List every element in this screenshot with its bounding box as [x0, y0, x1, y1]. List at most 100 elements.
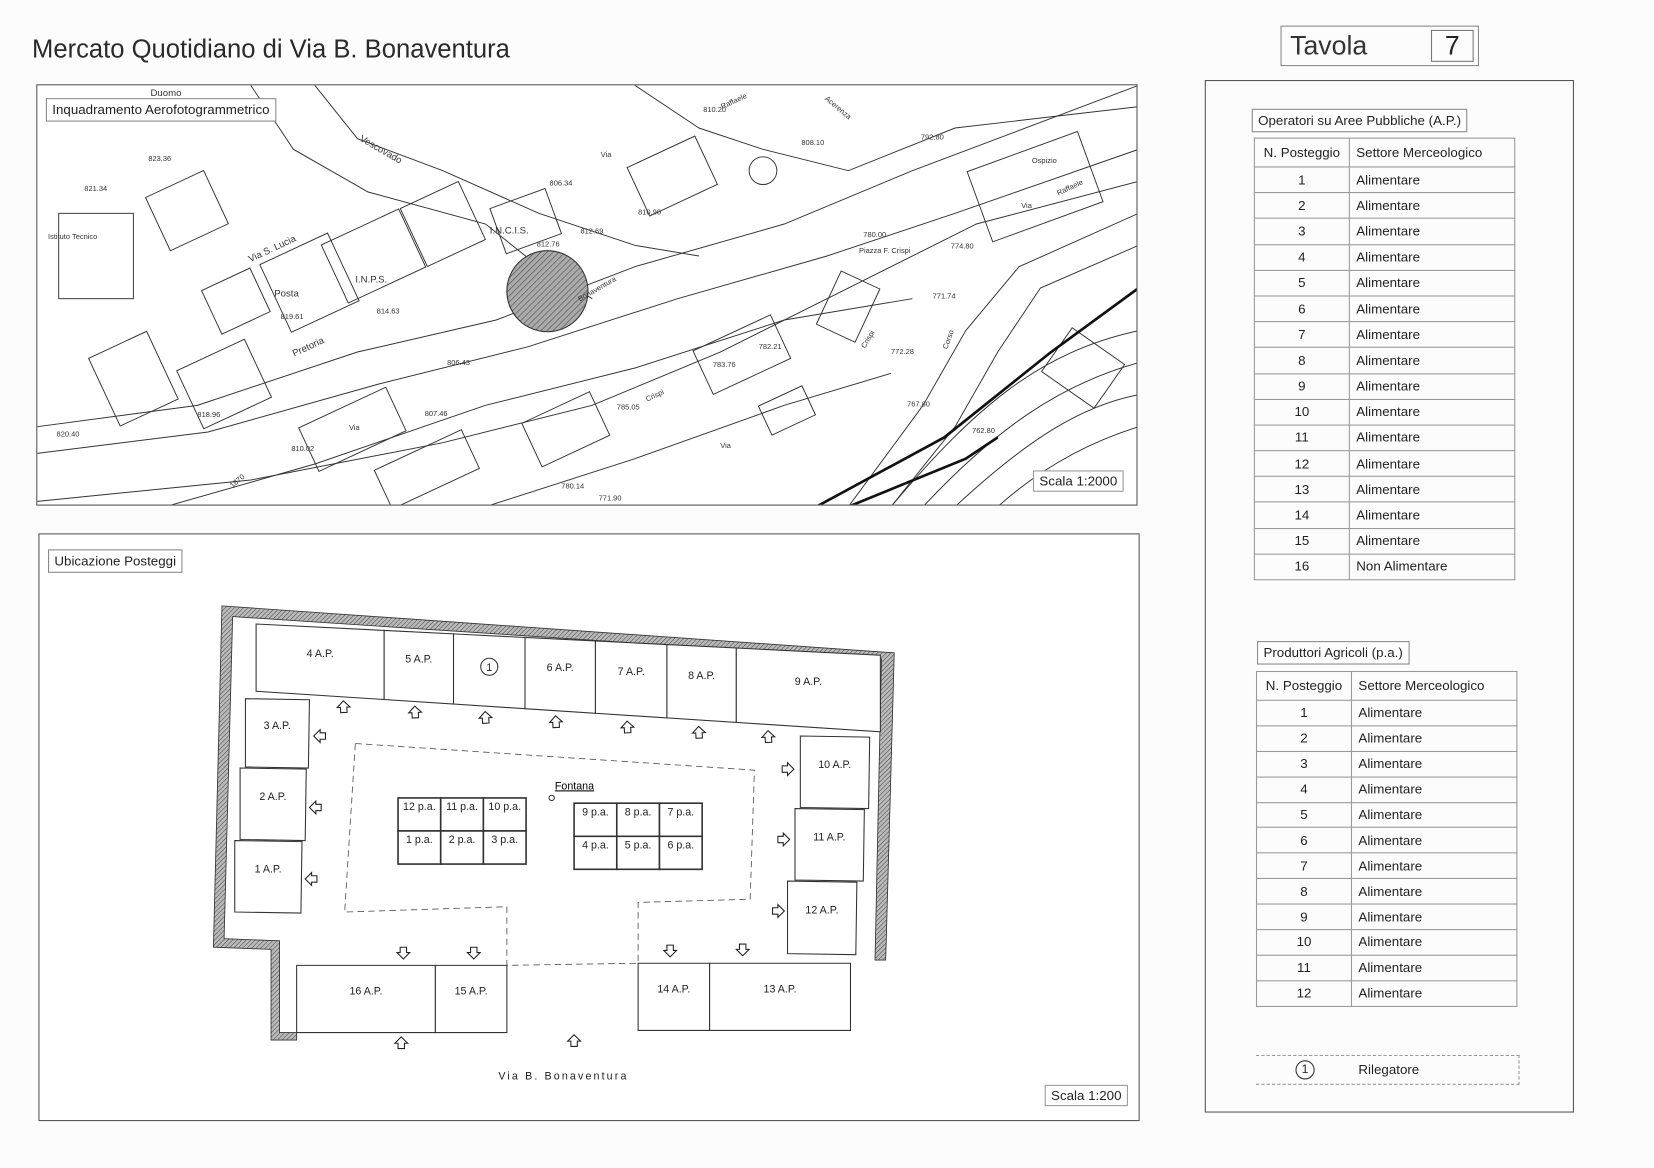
elevation-label: 771.74 [932, 293, 956, 301]
sector-cell: Alimentare [1348, 527, 1516, 555]
stall-left [234, 840, 303, 914]
page-title: Mercato Quotidiano di Via B. Bonaventura [32, 35, 510, 65]
sector-cell: Alimentare [1348, 347, 1516, 374]
access-arrow-icon [312, 728, 326, 744]
stall-bottom [709, 962, 852, 1031]
stall-number-cell: 15 [1253, 527, 1350, 555]
elevation-label: 818.96 [197, 411, 221, 420]
sector-cell: Alimentare [1348, 372, 1516, 400]
sector-cell: Alimentare [1348, 398, 1516, 426]
access-arrow-icon [304, 871, 318, 887]
stall-label: 7 A.P. [618, 666, 645, 678]
elevation-label: 780.00 [863, 231, 887, 239]
sector-cell: Alimentare [1350, 878, 1518, 905]
elevation-label: 806.34 [549, 180, 573, 188]
legend-symbol: 1 [1295, 1060, 1315, 1080]
stall-number-cell: 12 [1253, 450, 1350, 478]
access-arrow-icon [466, 946, 482, 960]
plan-caption: Ubicazione Posteggi [48, 549, 183, 573]
sector-cell: Alimentare [1350, 852, 1518, 880]
access-arrow-icon [566, 1033, 582, 1047]
sector-cell: Alimentare [1348, 476, 1516, 503]
access-arrow-icon [691, 725, 707, 739]
stall-label: 10 p.a. [488, 801, 521, 813]
aerial-map: Inquadramento Aerofotogrammetrico Duomo … [36, 84, 1138, 506]
access-arrow-icon [662, 944, 678, 958]
street-label: Via B. Bonaventura [498, 1070, 629, 1083]
column-header: N. Posteggio [1255, 670, 1353, 701]
stall-number-cell: 6 [1253, 295, 1350, 323]
stall-number-cell: 10 [1255, 929, 1353, 956]
access-arrow-icon [760, 729, 777, 744]
sector-cell: Alimentare [1350, 929, 1518, 956]
stall-label: 3 p.a. [491, 834, 518, 846]
elevation-label: 782.21 [758, 343, 782, 351]
sector-cell: Alimentare [1350, 980, 1518, 1007]
sector-cell: Alimentare [1348, 450, 1516, 478]
elevation-label: 812.76 [536, 241, 560, 249]
elevation-label: 780.14 [561, 483, 585, 491]
stall-top [594, 640, 668, 719]
stall-bottom [637, 962, 711, 1031]
stall-number-cell: 4 [1255, 776, 1353, 803]
elevation-label: 785.05 [616, 404, 640, 412]
stall-label: 4 A.P. [307, 648, 334, 660]
elevation-label: 762.80 [972, 427, 995, 436]
stall-label: 9 p.a. [582, 806, 609, 818]
stall-number-cell: 9 [1253, 372, 1350, 400]
elevation-label: 819.61 [280, 313, 304, 322]
stall-number-cell: 14 [1253, 501, 1350, 529]
elevation-label: 783.76 [712, 361, 736, 370]
stall-label: 15 A.P. [455, 986, 488, 998]
elevation-label: 808.10 [801, 139, 825, 148]
market-wall [212, 605, 895, 1041]
stall-label: 11 p.a. [446, 801, 478, 813]
stall-label: 2 p.a. [449, 834, 476, 846]
stall-number-cell: 3 [1255, 750, 1353, 778]
sector-cell: Alimentare [1350, 750, 1518, 778]
stall-number-cell: 10 [1253, 398, 1350, 426]
stall-label: 6 p.a. [667, 840, 694, 852]
stall-label: 16 A.P. [350, 986, 383, 998]
elevation-label: 812.69 [580, 228, 604, 236]
access-arrow-icon [781, 761, 795, 777]
map-label-via: Via [1021, 202, 1032, 211]
stall-producer [658, 835, 703, 871]
elevation-label: 810.20 [703, 106, 727, 115]
stall-right [799, 735, 871, 810]
access-arrow-icon [393, 1036, 409, 1050]
legend-label: Rilegatore [1358, 1062, 1420, 1078]
stall-label: 10 A.P. [818, 759, 851, 771]
sector-cell: Alimentare [1350, 954, 1518, 982]
elevation-label: 807.46 [424, 410, 448, 419]
stall-label: 14 A.P. [657, 984, 690, 996]
stall-label: 12 A.P. [805, 905, 838, 917]
stall-number-cell: 4 [1253, 243, 1350, 271]
map-label-ospizio: Ospizio [1031, 157, 1057, 166]
rilegatore-marker-icon [480, 657, 499, 676]
access-arrow-icon [395, 946, 412, 960]
elevation-label: 810.90 [638, 209, 661, 217]
elevation-label: 771.90 [598, 494, 622, 503]
aerial-map-caption: Inquadramento Aerofotogrammetrico [45, 98, 276, 122]
map-label-incis: I.N.C.I.S. [489, 225, 529, 236]
map-label-via: Via [600, 151, 612, 159]
access-arrow-icon [477, 710, 494, 724]
stall-number-cell: 9 [1255, 903, 1353, 931]
access-arrow-icon [772, 903, 786, 919]
stall-label: 9 A.P. [795, 676, 822, 688]
stall-left [239, 767, 307, 842]
stall-label: 5 p.a. [625, 840, 652, 852]
